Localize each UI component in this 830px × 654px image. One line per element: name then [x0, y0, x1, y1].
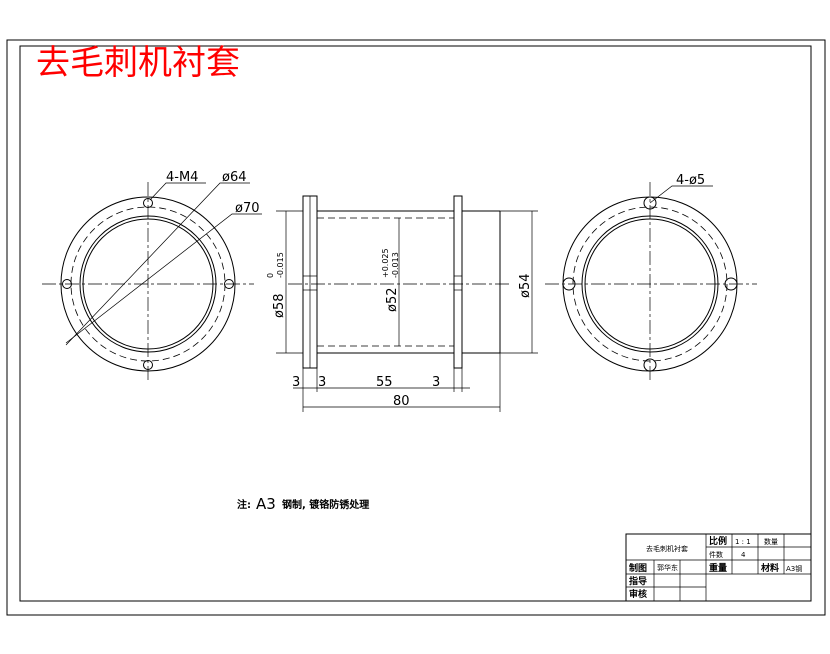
drawn-name: 郭华东 — [657, 563, 678, 572]
dim-3-left: 3 — [292, 375, 300, 390]
hole-bottom — [643, 358, 657, 372]
left-end-view: 4-M4 ø64 ø70 — [42, 170, 262, 380]
dia-58-label: ø58 — [272, 294, 287, 319]
dia-54-label: ø54 — [518, 274, 533, 299]
dim-3-right: 3 — [432, 375, 440, 390]
note-material: A3 — [256, 495, 276, 513]
dim-55: 55 — [376, 375, 393, 390]
material-label: 材料 — [760, 562, 779, 574]
thread-hole-right — [224, 279, 234, 289]
inner-border — [19, 45, 812, 602]
count-value: 4 — [741, 551, 746, 559]
thread-hole-bottom — [143, 360, 153, 370]
unit-label: 数量 — [764, 537, 778, 546]
review-label: 审核 — [629, 588, 647, 600]
title-block: 去毛刺机衬套 比例 1 : 1 数量 件数 4 制图 郭华东 重量 材料 A3钢… — [625, 533, 812, 602]
dia-70-label: ø70 — [235, 201, 260, 216]
dia-52-tol-upper: +0.025 — [381, 248, 390, 278]
dim-80: 80 — [393, 394, 410, 409]
dia-58-tol-lower: -0.015 — [276, 252, 285, 278]
count-label: 件数 — [709, 550, 723, 559]
section-view: ø58 0 -0.015 ø52 +0.025 -0.013 ø54 3 3 5… — [266, 195, 538, 412]
hole-top — [643, 196, 657, 210]
dia-52-label: ø52 — [385, 288, 400, 313]
material-value: A3钢 — [786, 564, 802, 573]
scale-label: 比例 — [709, 535, 727, 547]
weight-label: 重量 — [709, 562, 727, 574]
hole-label-m4: 4-M4 — [166, 170, 198, 185]
hole-left — [562, 277, 576, 291]
hole-label-5: 4-ø5 — [676, 173, 705, 188]
dia-58-tol-upper: 0 — [266, 273, 275, 278]
dim-3-second: 3 — [318, 375, 326, 390]
hole-right — [724, 277, 738, 291]
right-end-view: 4-ø5 — [545, 173, 757, 380]
dia-64-label: ø64 — [222, 170, 247, 185]
dia-52-tol-lower: -0.013 — [391, 252, 400, 278]
drawn-label: 制图 — [629, 562, 647, 574]
guide-label: 指导 — [629, 575, 647, 587]
note-text: 钢制, 镀铬防锈处理 — [282, 498, 369, 511]
drawing-title: 去毛刺机衬套 — [36, 43, 240, 83]
outer-border — [6, 39, 826, 616]
part-name: 去毛刺机衬套 — [646, 544, 688, 553]
thread-hole-left — [62, 279, 72, 289]
note-prefix: 注: — [237, 498, 251, 511]
thread-hole-top — [143, 198, 153, 208]
scale-value: 1 : 1 — [735, 538, 751, 546]
